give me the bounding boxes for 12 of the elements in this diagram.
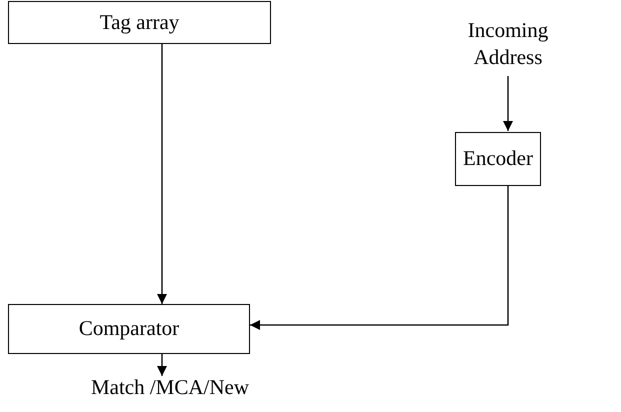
process-box xyxy=(455,132,541,186)
box-label: Encoder xyxy=(463,145,533,172)
arrow xyxy=(503,76,513,131)
text-label: Incoming Address xyxy=(466,16,550,71)
process-box xyxy=(8,304,250,354)
text-label: Match /MCA/New xyxy=(90,374,250,402)
process-box xyxy=(8,1,271,44)
box-label: Comparator xyxy=(78,315,180,342)
arrow xyxy=(250,186,509,330)
arrow xyxy=(157,44,167,304)
arrow xyxy=(157,354,167,376)
box-label: Tag array xyxy=(100,8,180,36)
